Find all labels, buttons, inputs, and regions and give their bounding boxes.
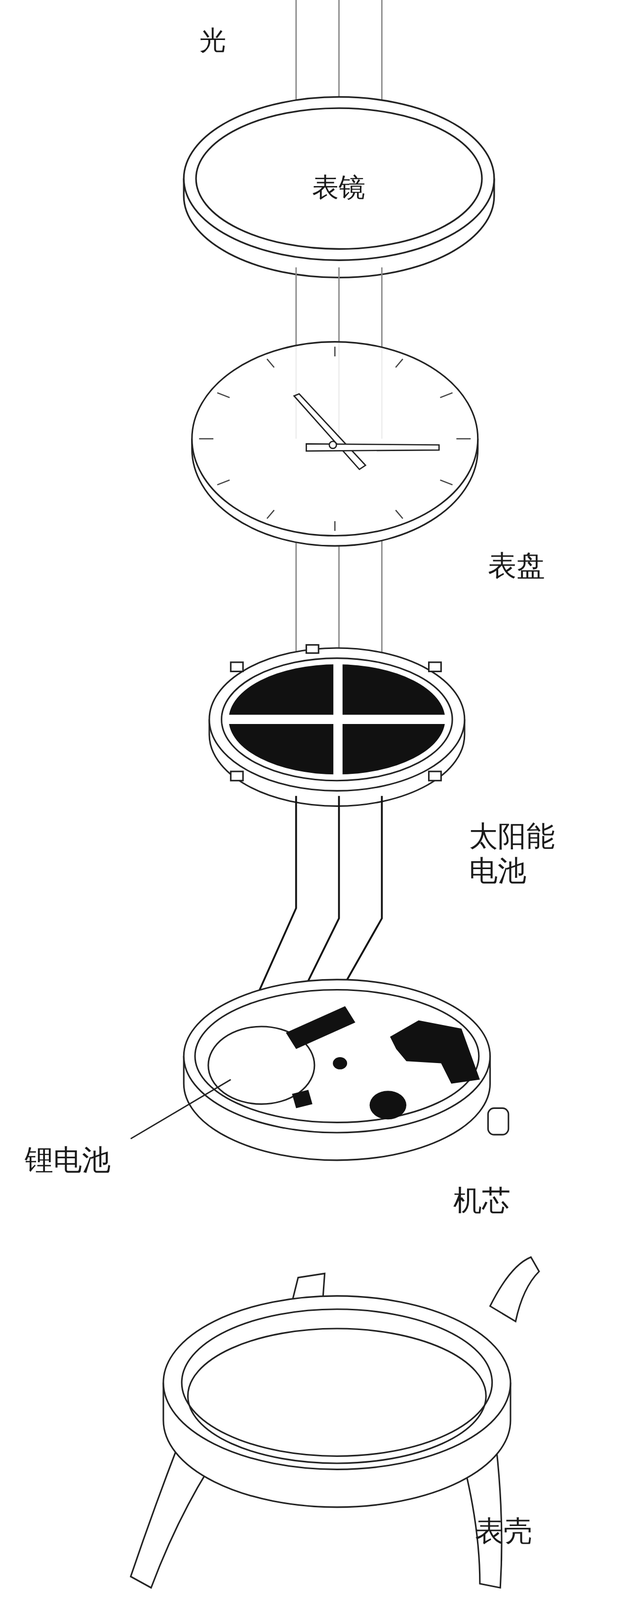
dial-drawing — [192, 342, 478, 547]
movement-parts — [285, 1006, 480, 1121]
crystal-drawing — [183, 96, 495, 278]
part-name: 锂电池 — [24, 1143, 111, 1179]
watch-hands — [294, 394, 440, 470]
part-name: 表镜 — [312, 171, 366, 204]
solar-cell-drawing — [209, 645, 465, 807]
movement-drawing — [183, 980, 509, 1161]
crystal-label-box: 表镜 — [307, 168, 371, 207]
dial-ticks — [198, 346, 471, 531]
light-label: 光 — [199, 24, 227, 57]
leader-line — [130, 1080, 232, 1140]
part-name: 太阳能电池 — [469, 819, 563, 889]
part-name: 表壳 — [474, 1514, 533, 1550]
part-name: 机芯 — [453, 1184, 511, 1219]
part-name: 表盘 — [487, 549, 546, 584]
case-drawing — [130, 1257, 540, 1589]
